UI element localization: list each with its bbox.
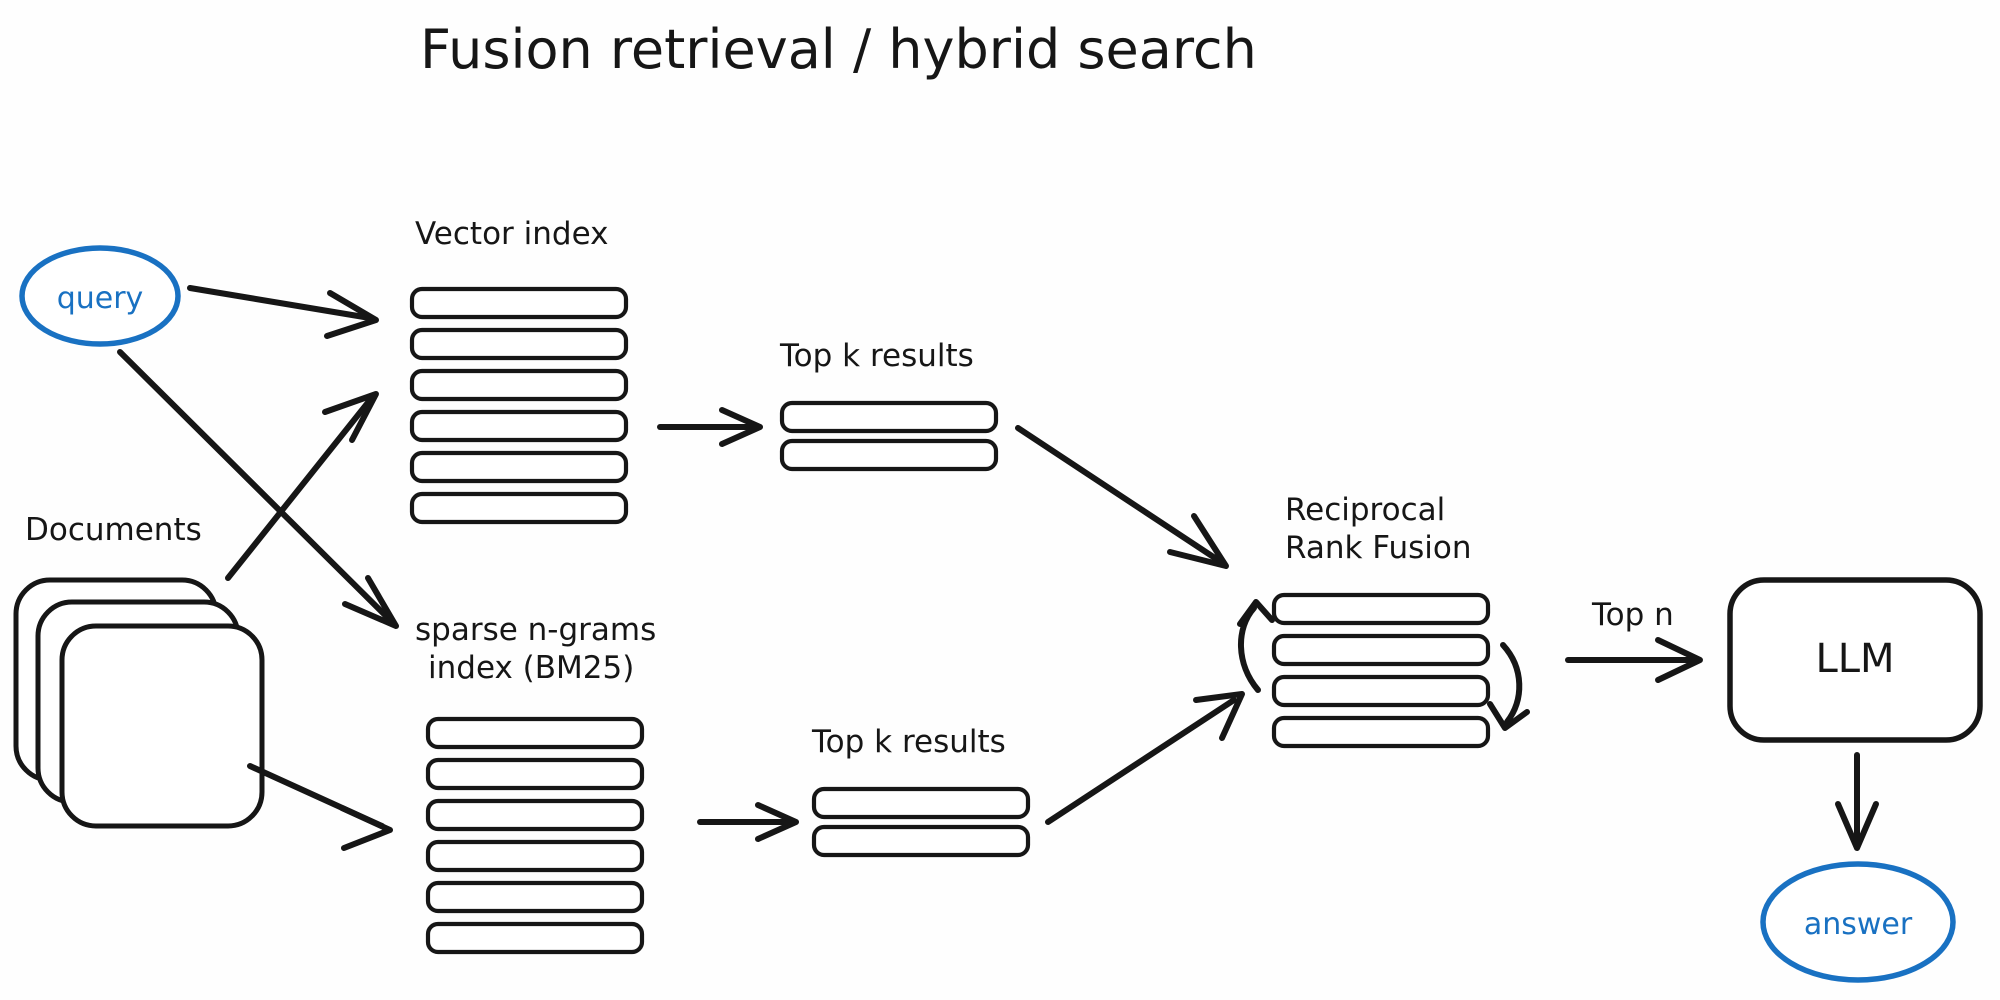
edge-query-to-vector-index: [187, 285, 379, 339]
node-top-k-vector[interactable]: [779, 400, 999, 472]
page-title: Fusion retrieval / hybrid search: [420, 18, 1257, 81]
query-ellipse-outline: [19, 245, 181, 347]
sparse-index-bar: [425, 921, 645, 955]
top-k-sparse-label: Top k results: [811, 724, 1006, 760]
edge-llm-to-answer: [1835, 752, 1879, 851]
document-card-front: [59, 623, 265, 829]
node-documents[interactable]: [13, 577, 265, 829]
rrf-label-line1: Reciprocal: [1285, 492, 1445, 528]
query-label: query: [57, 281, 144, 316]
sparse-index-label-line1: sparse n-grams: [415, 612, 656, 648]
edge-documents-to-sparse-index: [247, 763, 393, 851]
vector-index-bar: [409, 327, 629, 361]
sparse-index-label-line2: index (BM25): [428, 650, 634, 686]
edge-topk-sparse-to-rrf: [1045, 691, 1245, 825]
edge-documents-to-vector-index: [225, 391, 379, 581]
rrf-bar: [1271, 715, 1491, 749]
node-reciprocal-rank-fusion[interactable]: [1271, 592, 1491, 749]
llm-label: LLM: [1815, 636, 1894, 682]
node-query[interactable]: query: [19, 245, 181, 347]
vector-index-bar: [409, 491, 629, 525]
documents-label: Documents: [25, 512, 202, 548]
top-k-vector-bar: [779, 400, 999, 434]
rrf-bar: [1271, 633, 1491, 667]
sparse-index-bar: [425, 839, 645, 873]
rrf-label-line2: Rank Fusion: [1285, 530, 1471, 566]
node-vector-index[interactable]: [409, 286, 629, 525]
sparse-index-bar: [425, 716, 645, 750]
rrf-bar: [1271, 592, 1491, 626]
rrf-bar: [1271, 674, 1491, 708]
top-k-vector-label: Top k results: [779, 338, 974, 374]
vector-index-bar: [409, 286, 629, 320]
answer-label: answer: [1804, 907, 1913, 942]
answer-ellipse-outline: [1760, 861, 1956, 983]
sparse-index-bar: [425, 757, 645, 791]
edge-rrf-to-llm: [1565, 637, 1703, 683]
vector-index-label: Vector index: [415, 216, 608, 252]
rrf-loop-arrow-right: [1487, 642, 1530, 731]
edge-sparse-index-to-topk: [697, 802, 799, 842]
node-sparse-index[interactable]: [425, 716, 645, 955]
top-n-label: Top n: [1591, 597, 1674, 633]
top-k-sparse-bar: [811, 824, 1031, 858]
sparse-index-bar: [425, 798, 645, 832]
top-k-sparse-bar: [811, 786, 1031, 820]
vector-index-bar: [409, 450, 629, 484]
top-k-vector-bar: [779, 438, 999, 472]
edge-topk-vector-to-rrf: [1015, 425, 1229, 569]
vector-index-bar: [409, 368, 629, 402]
edge-vector-index-to-topk: [657, 407, 763, 447]
rrf-loop-arrow-left: [1237, 599, 1275, 693]
node-top-k-sparse[interactable]: [811, 786, 1031, 858]
node-llm[interactable]: LLM: [1727, 577, 1983, 743]
edge-query-to-sparse-index: [117, 349, 399, 629]
node-answer[interactable]: answer: [1760, 861, 1956, 983]
sparse-index-bar: [425, 880, 645, 914]
vector-index-bar: [409, 409, 629, 443]
llm-box-outline: [1727, 577, 1983, 743]
